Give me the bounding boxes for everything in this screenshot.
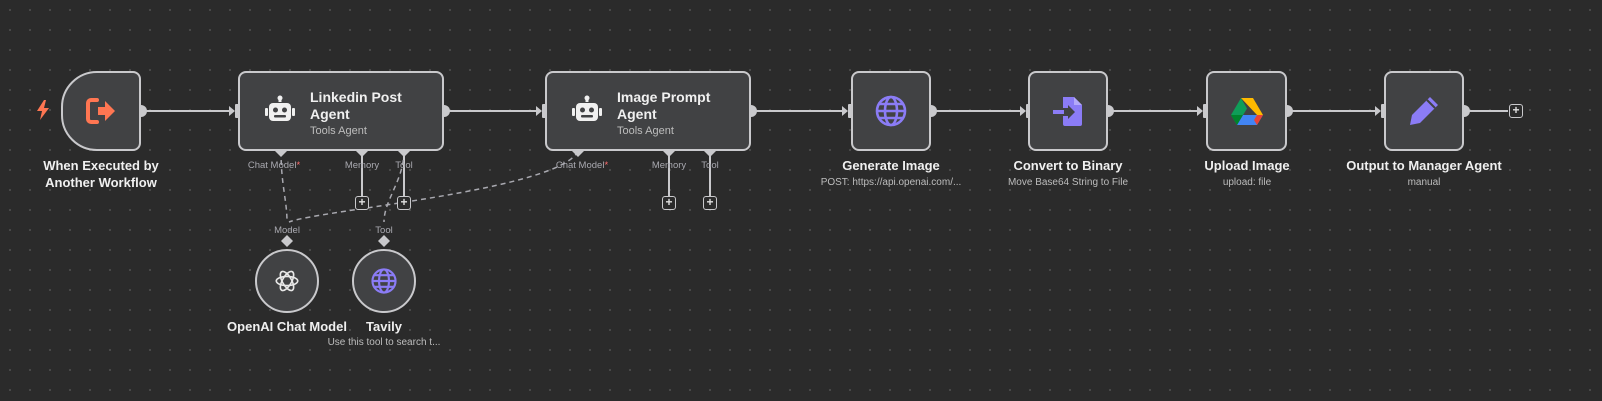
trigger-node[interactable] xyxy=(61,71,141,151)
upload-image-node[interactable] xyxy=(1206,71,1287,151)
linkedin-post-agent-node[interactable]: Linkedin Post Agent Tools Agent xyxy=(238,71,444,151)
required-marker: * xyxy=(604,160,609,171)
tavily-title: Tavily xyxy=(366,319,402,334)
linkedin-post-agent-subtitle: Tools Agent xyxy=(310,125,367,137)
generate-image-node[interactable] xyxy=(851,71,931,151)
linkedin-tool-port[interactable]: Tool xyxy=(395,160,413,171)
upload-image-title: Upload Image xyxy=(1204,158,1290,173)
robot-icon xyxy=(265,95,295,121)
globe-icon xyxy=(371,268,397,294)
robot-icon xyxy=(572,95,602,121)
convert-to-binary-title: Convert to Binary xyxy=(1013,158,1123,173)
image-prompt-chat-model-port[interactable]: Chat Model* xyxy=(556,160,608,171)
convert-to-binary-node[interactable] xyxy=(1028,71,1108,151)
openai-model-port[interactable]: Model xyxy=(274,225,300,236)
linkedin-add-tool-button[interactable]: + xyxy=(397,196,411,210)
tavily-tool-port[interactable]: Tool xyxy=(375,225,393,236)
required-marker: * xyxy=(296,160,301,171)
file-import-icon xyxy=(1053,97,1082,126)
generate-image-subtitle: POST: https://api.openai.com/... xyxy=(820,177,962,188)
linkedin-post-agent-title: Linkedin Post Agent xyxy=(310,89,402,122)
pencil-icon xyxy=(1410,97,1438,125)
linkedin-memory-port[interactable]: Memory xyxy=(344,160,380,171)
image-prompt-tool-port[interactable]: Tool xyxy=(701,160,719,171)
output-to-manager-subtitle: manual xyxy=(1407,177,1441,188)
google-drive-icon xyxy=(1230,98,1263,125)
upload-image-subtitle: upload: file xyxy=(1222,177,1272,188)
image-prompt-add-tool-button[interactable]: + xyxy=(703,196,717,210)
openai-icon xyxy=(275,270,299,292)
openai-chat-model-title: OpenAI Chat Model xyxy=(227,319,347,334)
globe-icon xyxy=(875,95,907,127)
output-to-manager-node[interactable] xyxy=(1384,71,1464,151)
port-label: Chat Model xyxy=(247,160,297,171)
generate-image-title: Generate Image xyxy=(842,158,940,173)
trigger-bolt-icon xyxy=(37,100,49,120)
sign-out-arrow-icon xyxy=(86,98,115,124)
tavily-node[interactable] xyxy=(352,249,416,313)
image-prompt-memory-port[interactable]: Memory xyxy=(651,160,687,171)
openai-chat-model-node[interactable] xyxy=(255,249,319,313)
trigger-node-title: When Executed by Another Workflow xyxy=(43,158,159,190)
image-prompt-agent-subtitle: Tools Agent xyxy=(617,125,674,137)
image-prompt-agent-title: Image Prompt Agent xyxy=(617,89,711,122)
linkedin-chat-model-port[interactable]: Chat Model* xyxy=(248,160,300,171)
add-next-node-button[interactable]: + xyxy=(1509,104,1523,118)
image-prompt-agent-node[interactable]: Image Prompt Agent Tools Agent xyxy=(545,71,751,151)
image-prompt-add-memory-button[interactable]: + xyxy=(662,196,676,210)
tavily-subtitle: Use this tool to search t... xyxy=(327,337,441,348)
port-label: Chat Model xyxy=(555,160,605,171)
convert-to-binary-subtitle: Move Base64 String to File xyxy=(1007,177,1129,188)
linkedin-add-memory-button[interactable]: + xyxy=(355,196,369,210)
output-to-manager-title: Output to Manager Agent xyxy=(1346,158,1502,173)
